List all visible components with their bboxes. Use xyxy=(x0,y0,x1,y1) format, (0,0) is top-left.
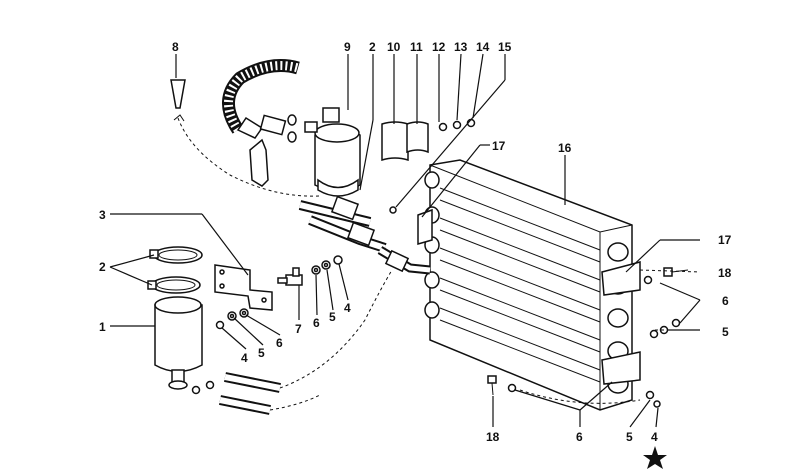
leader-lines xyxy=(109,53,701,428)
callout-6-bottom: 6 xyxy=(576,430,583,444)
dryer-canister-part xyxy=(154,296,203,390)
hose-part xyxy=(222,59,300,187)
callout-5-left: 5 xyxy=(258,346,265,360)
valve-part xyxy=(277,267,303,286)
clamp-part-lower xyxy=(147,276,201,294)
callout-18-right: 18 xyxy=(718,266,732,280)
callout-5-right: 5 xyxy=(722,325,729,339)
left-bracket xyxy=(417,208,433,245)
callout-7: 7 xyxy=(295,322,302,336)
cap-part xyxy=(170,79,186,109)
mounting-bracket-part xyxy=(214,264,273,311)
callout-16: 16 xyxy=(558,141,572,155)
callout-10: 10 xyxy=(387,40,401,54)
callout-6-left: 6 xyxy=(276,336,283,350)
callout-15: 15 xyxy=(498,40,512,54)
callout-4-bottom: 4 xyxy=(651,430,658,444)
shield-part-11 xyxy=(406,121,429,154)
right-lower-bracket xyxy=(601,351,641,385)
callout-5-mid: 5 xyxy=(329,310,336,324)
callout-1: 1 xyxy=(99,320,106,334)
callout-6-mid: 6 xyxy=(313,316,320,330)
callout-4-mid: 4 xyxy=(344,301,351,315)
callout-14: 14 xyxy=(476,40,490,54)
callout-17-top: 17 xyxy=(492,139,506,153)
condenser-part xyxy=(417,159,641,411)
receiver-drier-part xyxy=(304,107,361,197)
callout-4-left: 4 xyxy=(241,351,248,365)
callout-2: 2 xyxy=(99,260,106,274)
callout-11: 11 xyxy=(410,40,423,54)
shield-part-10 xyxy=(381,121,409,162)
star-icon xyxy=(643,446,667,469)
callout-8: 8 xyxy=(172,40,179,54)
callout-18-bottom: 18 xyxy=(486,430,500,444)
bolt-part-bottom xyxy=(487,375,497,396)
callout-17-right: 17 xyxy=(718,233,732,247)
callout-13: 13 xyxy=(454,40,468,54)
callout-6-right: 6 xyxy=(722,294,729,308)
pipe-fittings xyxy=(298,195,431,275)
callout-5-bottom: 5 xyxy=(626,430,633,444)
small-fasteners xyxy=(191,255,681,408)
clamp-part-upper xyxy=(149,246,203,264)
callout-12: 12 xyxy=(432,40,446,54)
callout-labels: 1 2 3 4 5 6 7 6 5 4 8 9 2 10 11 12 13 14… xyxy=(99,40,732,444)
lower-hose-fittings xyxy=(219,269,393,415)
callout-2-top: 2 xyxy=(369,40,376,54)
callout-9: 9 xyxy=(344,40,351,54)
right-upper-bracket xyxy=(601,261,641,296)
callout-3: 3 xyxy=(99,208,106,222)
bolt-part-right xyxy=(663,267,689,277)
